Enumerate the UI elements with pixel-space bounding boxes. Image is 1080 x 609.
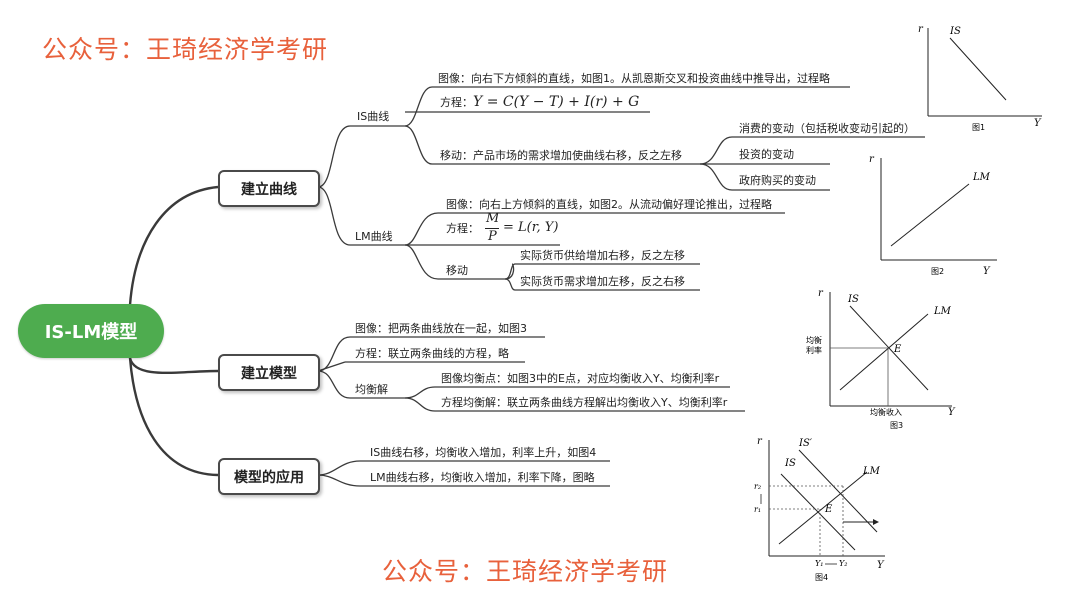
fig4-point-label: E (824, 504, 833, 515)
is-image-text: 图像：向右下方倾斜的直线，如图1。从凯恩斯交叉和投资曲线中推导出，过程略 (438, 72, 830, 85)
lm-shift-item-2: 实际货币需求增加左移，反之右移 (520, 275, 685, 288)
is-equation-row: 方程：Y = C(Y − T) + I(r) + G (440, 95, 639, 110)
fig4-lm-label: LM (862, 466, 881, 477)
fig2-curve-label: LM (972, 172, 991, 183)
fig4-is-prime-line (798, 449, 878, 533)
app-item-1: IS曲线右移，均衡收入增加，利率上升，如图4 (370, 446, 597, 459)
figure-2: r LM Y 图2 (869, 154, 997, 277)
figure-3: r IS LM E 均衡利率 均衡收入 Y 图3 (806, 288, 956, 430)
model-eq-item-1: 图像均衡点：如图3中的E点，对应均衡收入Y、均衡利率r (441, 372, 720, 385)
fig3-is-label: IS (847, 294, 859, 305)
fig1-y-label: r (918, 24, 924, 35)
fig2-y-label: r (869, 154, 875, 165)
fig4-is-prime-label: IS′ (798, 438, 813, 449)
is-curve-label[interactable]: IS曲线 (357, 110, 390, 123)
model-eq-item-2: 方程均衡解：联立两条曲线方程解出均衡收入Y、均衡利率r (441, 396, 728, 409)
is-shift-item-1: 消费的变动（包括税收变动引起的） (739, 122, 915, 135)
fig4-caption: 图4 (815, 573, 828, 582)
model-image-text: 图像：把两条曲线放在一起，如图3 (355, 322, 527, 335)
fig3-income-mark: 均衡收入 (870, 407, 902, 417)
fig4-y2-label: Y₂ (839, 559, 848, 568)
fig4-r2-label: r₂ (754, 482, 761, 491)
app-item-2: LM曲线右移，均衡收入增加，利率下降，图略 (370, 471, 595, 484)
fig2-caption: 图2 (931, 267, 944, 276)
fig4-r1-label: r₁ (754, 505, 761, 514)
lm-fraction-bar (485, 228, 499, 229)
lm-eq-numerator: M (486, 211, 500, 226)
fig2-lm-line (890, 183, 970, 247)
node-build-model-label: 建立模型 (241, 365, 297, 382)
fig4-lm-line (778, 471, 868, 545)
fig4-shift-arrowhead (873, 519, 879, 525)
watermark-bottom: 公众号：王琦经济学考研 (382, 557, 669, 586)
fig3-x-label: Y (948, 407, 956, 418)
fig1-is-line (949, 37, 1007, 101)
node-application-label: 模型的应用 (234, 469, 304, 486)
is-equation: Y = C(Y − T) + I(r) + G (473, 94, 640, 110)
node-build-curve-label: 建立曲线 (241, 181, 297, 198)
lm-eq-denominator: P (488, 229, 497, 244)
lm-image-text: 图像：向右上方倾斜的直线，如图2。从流动偏好理论推出，过程略 (446, 198, 772, 211)
node-build-model[interactable]: 建立模型 (218, 354, 320, 391)
fig4-y-label: r (757, 436, 763, 447)
figure-4: r IS IS′ LM E r₁ r₂ Y₁ Y₂ Y 图4 (754, 436, 885, 582)
fig3-y-label: r (818, 288, 824, 299)
fig1-x-label: Y (1034, 118, 1042, 129)
model-equilibrium-label[interactable]: 均衡解 (355, 383, 388, 396)
fig3-rate-mark: 均衡利率 (806, 336, 822, 355)
lm-shift-item-1: 实际货币供给增加右移，反之左移 (520, 249, 685, 262)
fig1-curve-label: IS (949, 26, 961, 37)
model-equation-text: 方程：联立两条曲线的方程，略 (355, 347, 509, 360)
root-label: IS-LM模型 (44, 322, 138, 343)
fig3-point-label: E (893, 344, 902, 355)
figure-1: r IS Y 图1 (918, 24, 1042, 132)
fig4-x-label: Y (877, 560, 885, 571)
is-equation-label: 方程： (440, 96, 473, 109)
fig3-lm-line (839, 313, 929, 391)
watermark-top: 公众号：王琦经济学考研 (42, 35, 329, 64)
fig4-is-label: IS (784, 458, 796, 469)
fig4-y1-label: Y₁ (815, 559, 824, 568)
node-build-curve[interactable]: 建立曲线 (218, 170, 320, 207)
fig2-x-label: Y (983, 266, 991, 277)
fig1-caption: 图1 (972, 123, 985, 132)
lm-eq-rhs: = L(r, Y) (503, 220, 559, 235)
lm-curve-label[interactable]: LM曲线 (355, 230, 393, 243)
fig3-lm-label: LM (933, 306, 952, 317)
root-node[interactable]: IS-LM模型 (18, 304, 164, 358)
is-shift-text: 移动：产品市场的需求增加使曲线右移，反之左移 (440, 149, 682, 162)
is-shift-item-3: 政府购买的变动 (739, 174, 816, 187)
lm-shift-label: 移动 (446, 264, 468, 277)
fig3-caption: 图3 (890, 421, 903, 430)
lm-equation-label: 方程： (446, 222, 479, 235)
node-application[interactable]: 模型的应用 (218, 458, 320, 495)
is-shift-item-2: 投资的变动 (739, 148, 794, 161)
